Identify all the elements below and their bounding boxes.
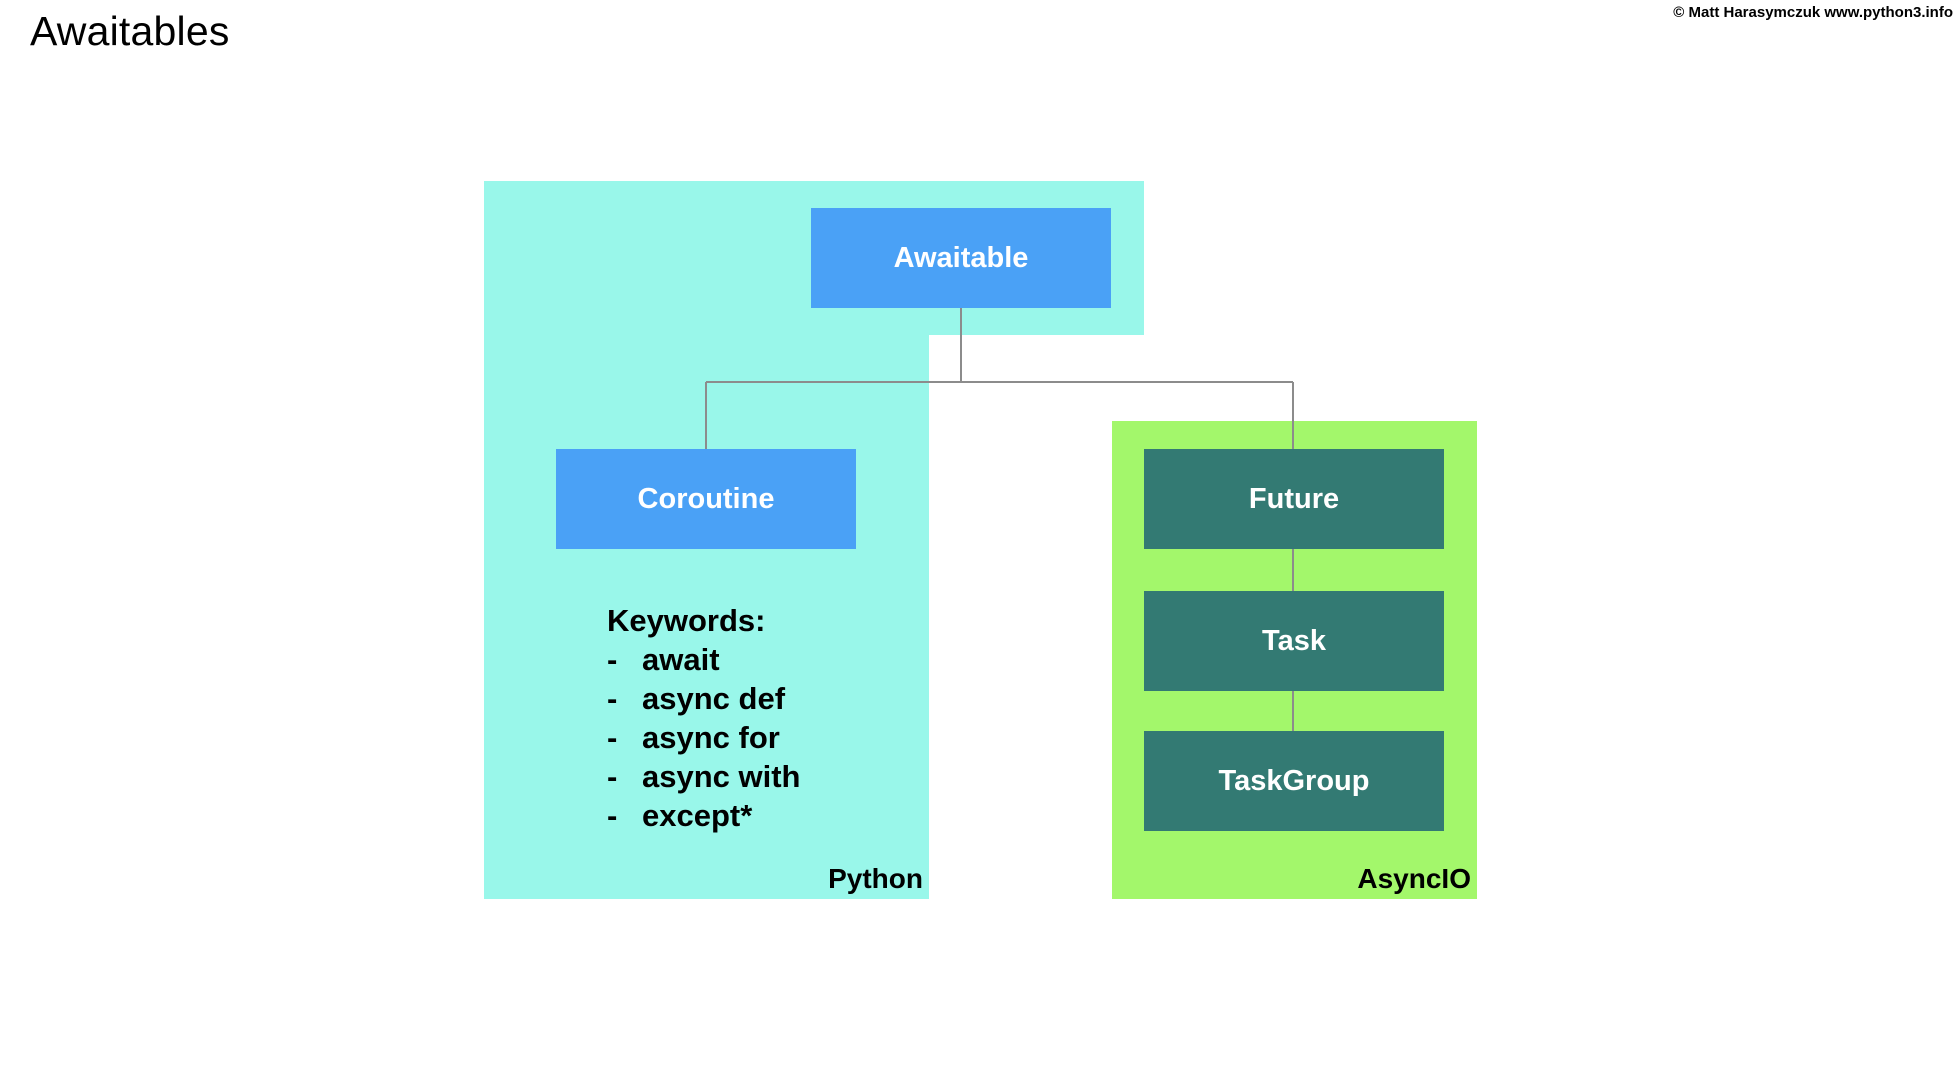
keyword-dash: -: [607, 720, 618, 755]
keyword-item: -async for: [607, 718, 801, 757]
keyword-text: await: [642, 642, 720, 677]
keyword-item: -await: [607, 640, 801, 679]
keyword-text: except*: [642, 798, 753, 833]
keyword-dash: -: [607, 642, 618, 677]
keyword-text: async def: [642, 681, 786, 716]
asyncio-region-label: AsyncIO: [1357, 863, 1471, 894]
slide-title: Awaitables: [30, 8, 230, 54]
coroutine-node: Coroutine: [556, 449, 856, 549]
keyword-dash: -: [607, 798, 618, 833]
python-region-label: Python: [828, 863, 923, 894]
keyword-dash: -: [607, 759, 618, 794]
task-node: Task: [1144, 591, 1444, 691]
keyword-text: async with: [642, 759, 801, 794]
keyword-item: -except*: [607, 796, 801, 835]
future-node: Future: [1144, 449, 1444, 549]
keyword-item: -async with: [607, 757, 801, 796]
keywords-list: Keywords: -await -async def -async for -…: [607, 601, 801, 835]
copyright-notice: © Matt Harasymczuk www.python3.info: [1673, 4, 1953, 21]
taskgroup-node: TaskGroup: [1144, 731, 1444, 831]
keyword-dash: -: [607, 681, 618, 716]
keyword-item: -async def: [607, 679, 801, 718]
keyword-text: async for: [642, 720, 780, 755]
keywords-title: Keywords:: [607, 603, 766, 638]
awaitable-node: Awaitable: [811, 208, 1111, 308]
